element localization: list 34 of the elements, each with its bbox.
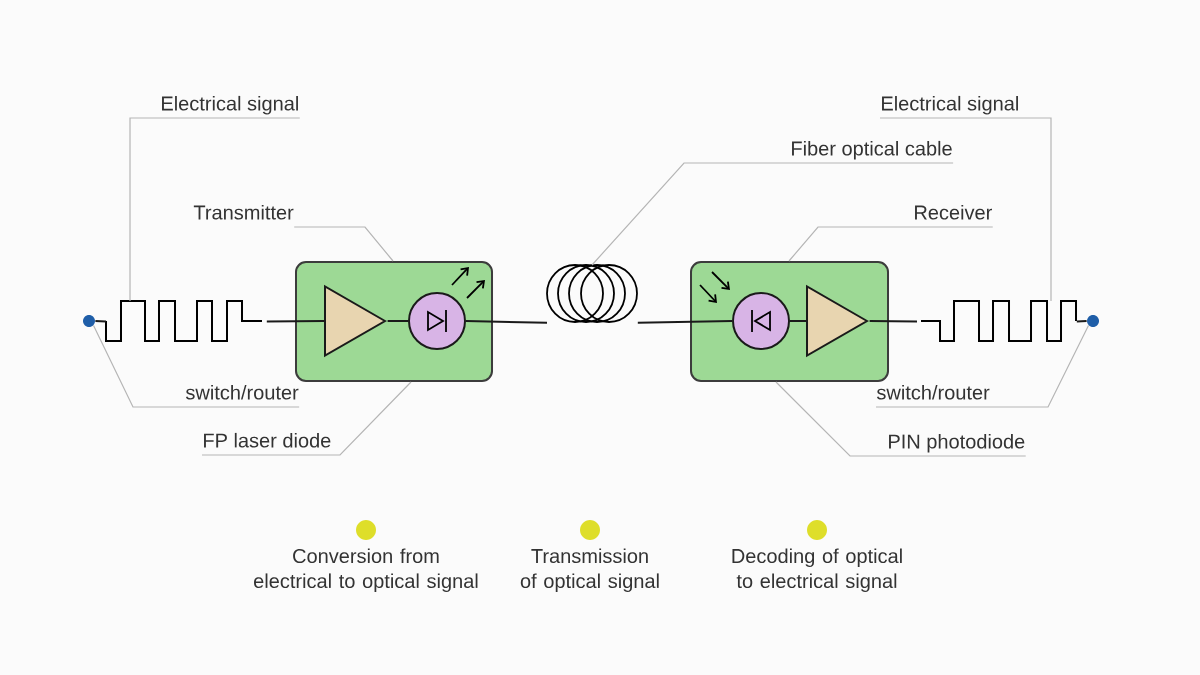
signal-line (789, 320, 807, 322)
signal-line (868, 320, 918, 323)
callout-label: Fiber optical cable (792, 140, 952, 160)
leader-line (201, 381, 412, 456)
signal-line (1075, 320, 1088, 323)
leader-line (788, 226, 994, 262)
leader-line (875, 324, 1090, 408)
leader-line (129, 117, 301, 302)
signal-line (94, 320, 107, 323)
diode-symbol (408, 292, 466, 350)
callout-label: switch/router (185, 384, 299, 400)
leader-line (775, 381, 1027, 457)
callout-label: switch/router (876, 384, 990, 400)
square-wave (105, 300, 263, 342)
callout-label: PIN photodiode (889, 433, 1025, 453)
signal-line (386, 320, 409, 322)
signal-line (636, 320, 733, 324)
leader-line (92, 324, 300, 408)
leader-line (293, 226, 394, 262)
leader-line (591, 162, 954, 266)
callout-label: Electrical signal (882, 95, 1018, 115)
callout-label: Receiver (915, 204, 992, 220)
signal-line (465, 320, 548, 324)
callout-label: Transmitter (193, 204, 294, 220)
signal-line (265, 320, 325, 323)
callout-label: FP laser diode (204, 432, 331, 448)
step-caption: Conversion from electrical to optical signal (254, 548, 478, 593)
square-wave (920, 300, 1077, 342)
diode-symbol (732, 292, 790, 350)
step-caption: Decoding of optical to electrical signal (732, 548, 902, 593)
fiber-coil (546, 264, 638, 323)
leader-line (879, 117, 1052, 302)
callout-label: Electrical signal (162, 95, 298, 115)
step-caption: Transmission of optical signal (520, 548, 659, 593)
